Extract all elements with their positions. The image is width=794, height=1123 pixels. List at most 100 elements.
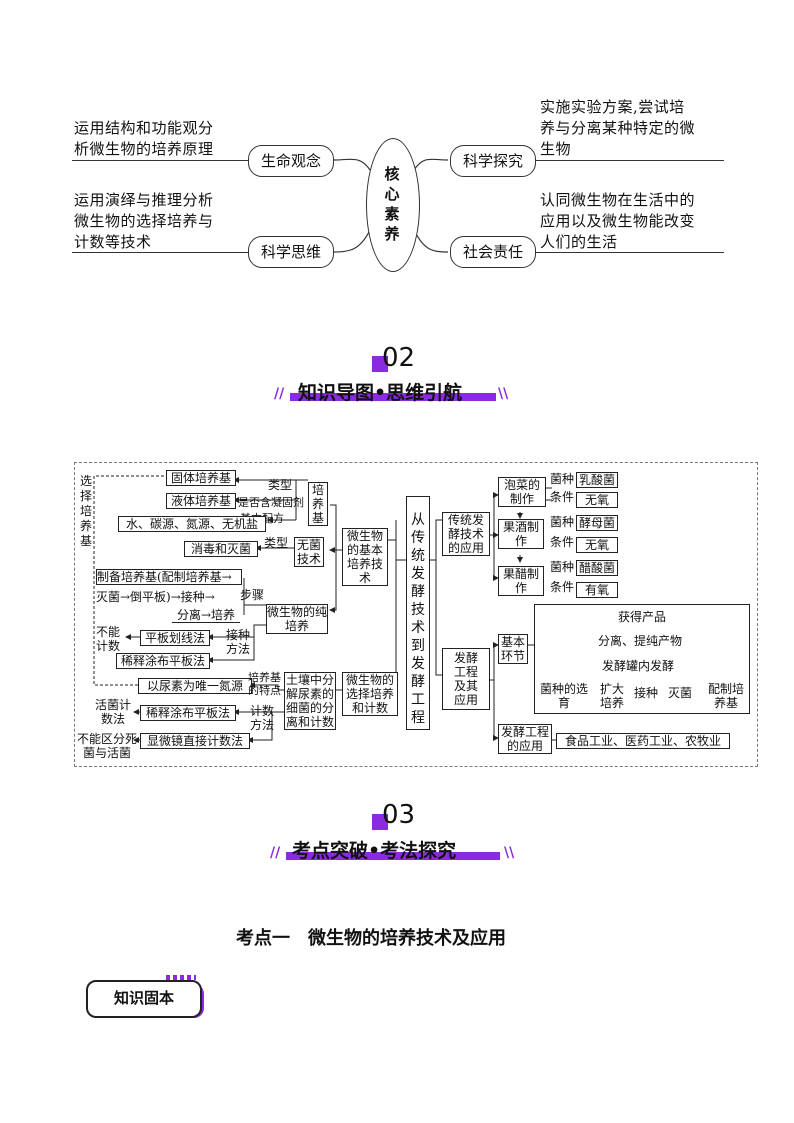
slash-deco-left: // [274, 386, 285, 402]
box-microscope-count: 显微镜直接计数法 [140, 733, 250, 749]
box-traditional-fermentation: 传统发酵技术的应用 [442, 512, 490, 556]
left-bottom-text: 运用演绎与推理分析 微生物的选择培养与 计数等技术 [74, 190, 214, 253]
title-highlight [286, 852, 500, 860]
text-expand-culture: 扩大培养 [599, 682, 624, 710]
slash-deco-left: // [270, 845, 281, 861]
box-solid-medium: 固体培养基 [166, 470, 236, 486]
box-selective-culture: 微生物的选择培养和计数 [342, 672, 398, 716]
text-strain-selection: 菌种的选育 [540, 682, 589, 710]
label-condition-1: 条件 [550, 490, 575, 504]
label-medium-feature: 培养基的特点 [248, 671, 281, 697]
topic-heading: 考点一 微生物的培养技术及应用 [236, 928, 506, 949]
text-prepare-medium: 配制培养基 [707, 682, 744, 710]
core-oval [366, 138, 420, 272]
title-highlight [290, 393, 496, 401]
label-strain-2: 菌种 [550, 515, 575, 529]
label-type-2: 类型 [264, 536, 289, 550]
text-line: 认同微生物在生活中的 [540, 191, 696, 209]
core-center-chars: 核心素养 [384, 165, 400, 243]
text-line: 运用结构和功能观分 [74, 119, 214, 137]
box-anaerobic-2: 无氧 [576, 537, 618, 553]
underline [72, 252, 250, 253]
label-condition-2: 条件 [550, 535, 575, 549]
label-count-method: 计数方法 [250, 704, 275, 732]
label-cannot-count: 不能计数 [96, 625, 121, 653]
box-pure-culture: 微生物的纯培养 [266, 604, 328, 634]
underline [534, 160, 724, 161]
badge-dots [166, 975, 196, 980]
text-line: 计数等技术 [74, 233, 152, 251]
label-strain-1: 菌种 [550, 472, 575, 486]
box-process-frame [534, 604, 750, 714]
text-line: 养与分离某种特定的微 [540, 119, 696, 137]
box-aerobic: 有氧 [576, 582, 618, 598]
text-line: 析微生物的培养原理 [74, 140, 214, 158]
slash-deco-right: \\ [498, 386, 509, 402]
box-liquid-medium: 液体培养基 [166, 493, 236, 509]
box-urea-nitrogen: 以尿素为唯一氮源 [138, 678, 252, 694]
text-line: 实施实验方案,尝试培 [540, 98, 685, 116]
text-separate-purify: 分离、提纯产物 [598, 634, 683, 648]
left-top-text: 运用结构和功能观分 析微生物的培养原理 [74, 118, 214, 160]
box-acetic: 醋酸菌 [576, 560, 618, 576]
box-center-title: 从传统发酵技术到发酵工程 [406, 496, 430, 730]
text-line: 应用以及微生物能改变 [540, 212, 696, 230]
underline [534, 252, 724, 253]
node-social-responsibility: 社会责任 [450, 236, 536, 268]
section-number: 03 [382, 800, 416, 830]
slash-deco-right: \\ [504, 845, 515, 861]
box-aseptic: 无菌技术 [294, 537, 324, 567]
box-basic-culture: 微生物的基本培养技术 [342, 528, 388, 586]
text-sterilize-pour: 灭菌→倒平板)→接种→ [96, 590, 215, 604]
box-basic-steps: 基本环节 [498, 634, 528, 664]
box-engineering-application: 发酵工程的应用 [498, 724, 552, 754]
label-gelling: 是否含凝固剂 [238, 496, 304, 509]
box-yeast: 酵母菌 [576, 515, 618, 531]
section-marker [372, 356, 388, 372]
box-medium: 培养基 [308, 482, 328, 526]
node-life-concept: 生命观念 [248, 145, 334, 177]
label-inoculation-method: 接种方法 [226, 628, 251, 656]
text-line: 运用演绎与推理分析 [74, 191, 214, 209]
section-number: 02 [382, 343, 416, 373]
section-marker [372, 814, 388, 830]
text-separate-culture: 分离→培养 [172, 608, 240, 623]
box-fruit-vinegar: 果醋制作 [498, 566, 544, 596]
text-line: 生物 [540, 140, 572, 158]
knowledge-badge: 知识固本 [86, 980, 202, 1018]
right-top-text: 实施实验方案,尝试培 养与分离某种特定的微 生物 [540, 97, 695, 160]
box-fruit-wine: 果酒制作 [498, 519, 544, 549]
box-streak-plate: 平板划线法 [140, 630, 210, 646]
box-pickle: 泡菜的制作 [498, 477, 546, 507]
label-live-count: 活菌计数法 [94, 698, 131, 726]
label-cannot-distinguish: 不能区分死菌与活菌 [76, 732, 137, 760]
mindmap-lines [93, 475, 704, 743]
node-scientific-thinking: 科学思维 [248, 236, 334, 268]
label-condition-3: 条件 [550, 580, 575, 594]
underline [72, 160, 250, 161]
box-prepare-medium: 制备培养基(配制培养基→ [96, 569, 242, 585]
box-spread-plate: 稀释涂布平板法 [116, 653, 210, 669]
text-sterilize: 灭菌 [668, 686, 693, 700]
mindmap-frame [74, 462, 758, 767]
text-inoculate: 接种 [634, 686, 659, 700]
label-strain-3: 菌种 [550, 560, 575, 574]
right-bottom-text: 认同微生物在生活中的 应用以及微生物能改变 人们的生活 [540, 190, 695, 253]
label-steps: 步骤 [240, 588, 265, 602]
label-type-1: 类型 [268, 478, 293, 492]
section-title: 考点突破•考法探究 [292, 840, 457, 862]
section-title: 知识导图•思维引航 [298, 382, 463, 404]
node-scientific-inquiry: 科学探究 [450, 145, 536, 177]
text-ferment-tank: 发酵罐内发酵 [602, 659, 675, 673]
box-anaerobic-1: 无氧 [576, 492, 618, 508]
label-selective-medium: 选择培养基 [80, 474, 93, 548]
text-get-product: 获得产品 [618, 610, 667, 624]
core-center-text: 核心素养 [382, 164, 402, 244]
box-spread-plate-2: 稀释涂布平板法 [140, 705, 236, 721]
text-line: 人们的生活 [540, 233, 618, 251]
text-line: 微生物的选择培养与 [74, 212, 214, 230]
box-disinfection: 消毒和灭菌 [184, 541, 258, 557]
box-industries: 食品工业、医药工业、农牧业 [556, 733, 730, 749]
box-lactic: 乳酸菌 [576, 472, 618, 488]
box-fermentation-engineering: 发酵工程及其应用 [442, 648, 490, 710]
